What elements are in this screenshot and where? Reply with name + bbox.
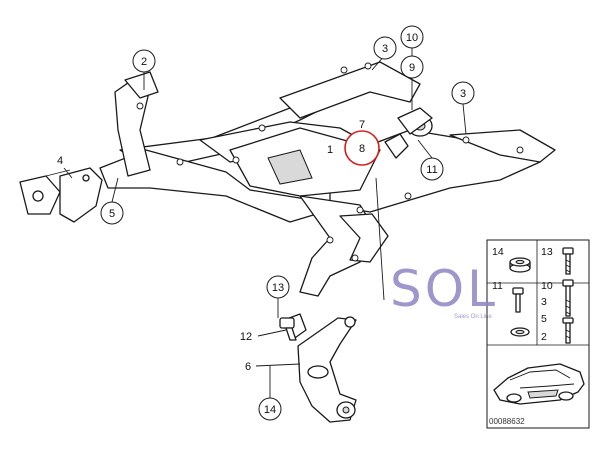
leader-lines [63, 48, 467, 398]
legend-14: 14 [492, 246, 504, 258]
vehicle-silhouette [493, 363, 585, 405]
callout-9: 9 [400, 55, 424, 79]
control-arm [283, 313, 357, 423]
callout-10: 10 [400, 25, 424, 49]
callout-2: 2 [132, 49, 156, 73]
bolt-icon-11 [512, 287, 524, 313]
callout-5: 5 [100, 201, 124, 225]
svg-text:11: 11 [426, 164, 437, 176]
callout-1: 1 [327, 144, 333, 156]
callout-13: 13 [266, 275, 290, 299]
bolt-icon [562, 247, 574, 275]
svg-text:Sales On Line: Sales On Line [454, 314, 492, 320]
callout-3-top: 3 [373, 36, 397, 60]
callout-4: 4 [57, 155, 63, 167]
callout-7: 7 [359, 119, 365, 131]
callout-12: 12 [240, 331, 252, 343]
callout-8-highlight: 8 [344, 130, 380, 166]
washer-icon [510, 327, 530, 337]
engine-mount-left [19, 167, 103, 223]
diagram-number: 00088632 [489, 417, 525, 426]
svg-text:9: 9 [409, 62, 415, 74]
svg-text:5: 5 [109, 208, 115, 220]
svg-text:3: 3 [382, 43, 388, 55]
svg-text:6: 6 [245, 361, 251, 373]
sol-watermark: SOL Sales On Line [390, 260, 498, 320]
hardware-legend-panel: 14 13 11 10 3 5 2 [486, 239, 590, 429]
nut-icon [509, 257, 531, 273]
legend-2: 2 [541, 331, 547, 343]
callout-11: 11 [420, 157, 444, 181]
svg-text:14: 14 [264, 404, 276, 416]
callout-3-right: 3 [451, 81, 475, 105]
callout-6: 6 [245, 361, 251, 373]
svg-text:12: 12 [240, 331, 252, 343]
svg-text:2: 2 [141, 56, 147, 68]
legend-13: 13 [541, 246, 553, 258]
svg-text:8: 8 [359, 143, 365, 155]
svg-text:10: 10 [406, 32, 418, 44]
svg-text:SOL: SOL [390, 260, 498, 318]
svg-text:4: 4 [57, 155, 63, 167]
legend-3: 3 [541, 296, 547, 308]
legend-5: 5 [541, 313, 547, 325]
bolt-icon-2 [562, 317, 574, 344]
long-bolt-icon [562, 279, 574, 317]
legend-10: 10 [541, 280, 553, 292]
svg-text:7: 7 [359, 119, 365, 131]
svg-text:3: 3 [460, 88, 466, 100]
svg-text:13: 13 [272, 282, 284, 294]
legend-11: 11 [492, 280, 503, 292]
ball-joint [279, 317, 297, 341]
callout-14: 14 [258, 397, 282, 421]
svg-text:1: 1 [327, 144, 333, 156]
front-subframe [99, 61, 556, 297]
